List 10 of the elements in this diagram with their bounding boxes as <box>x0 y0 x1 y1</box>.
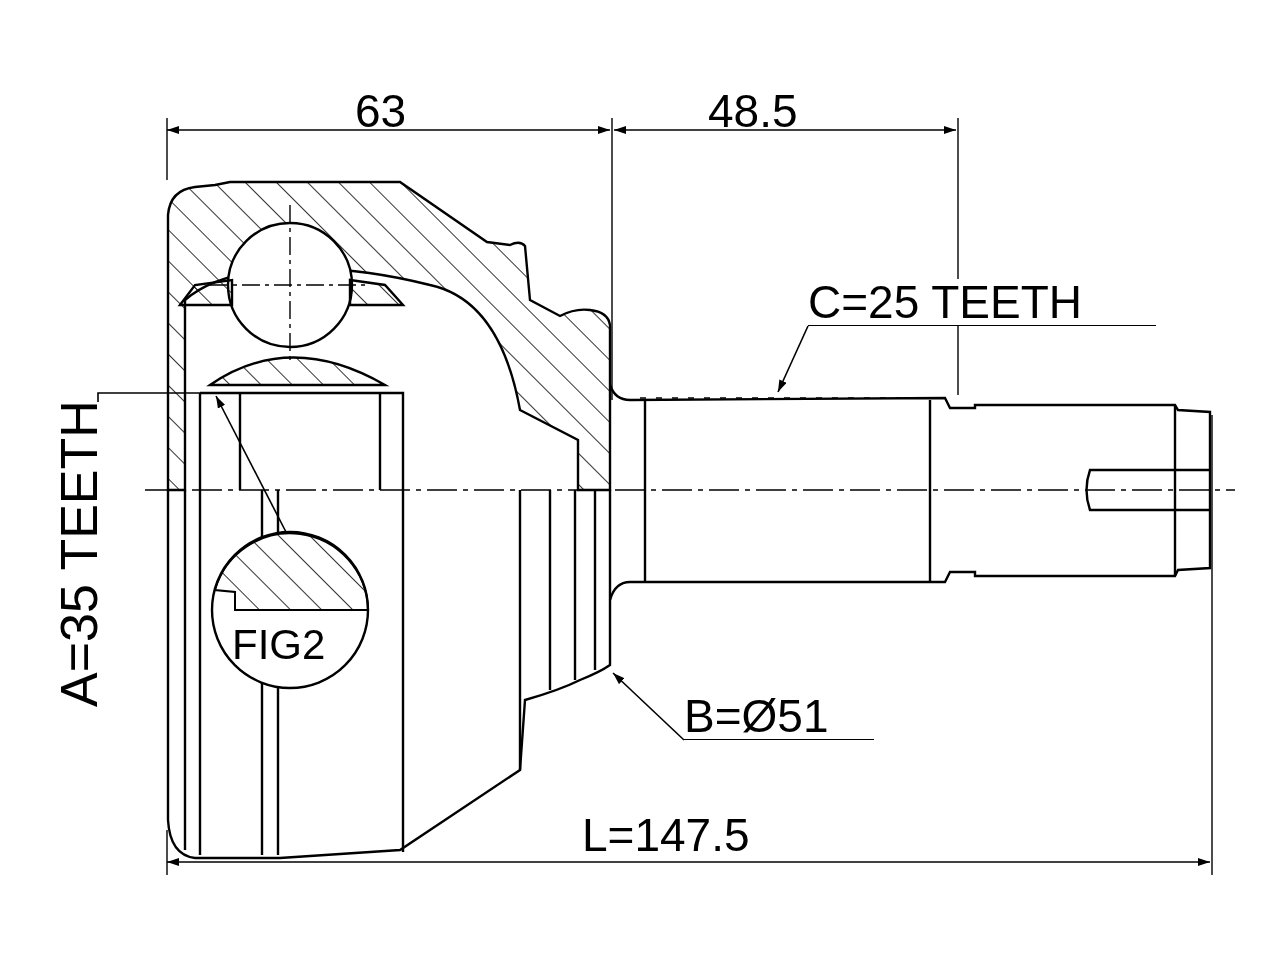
callout-label: A=35 TEETH <box>56 400 102 707</box>
detail-label: FIG2 <box>232 622 326 668</box>
detail-circle <box>210 530 370 690</box>
dimension-label: 48.5 <box>708 88 798 134</box>
dimension-label: 63 <box>355 88 407 134</box>
dimension-label: L=147.5 <box>582 812 750 858</box>
leader-line <box>777 325 809 393</box>
leader-line <box>612 672 685 741</box>
leader-line <box>215 395 287 533</box>
callout-label: C=25 TEETH <box>808 279 1156 326</box>
